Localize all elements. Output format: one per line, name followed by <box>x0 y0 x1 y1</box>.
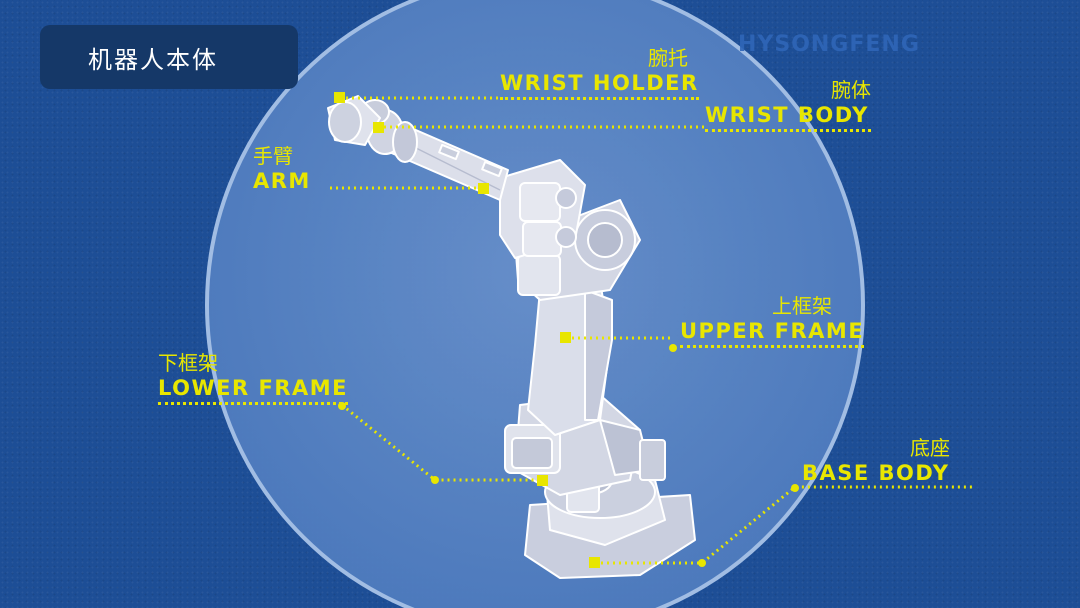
leader-lines <box>330 96 975 565</box>
label-upper-frame: 上框架 UPPER FRAME <box>680 290 865 348</box>
anchor-arm <box>478 183 489 194</box>
anchor-wrist-body <box>373 122 384 133</box>
label-wrist-holder-en: WRIST HOLDER <box>500 71 699 100</box>
label-base-body-cn: 底座 <box>910 436 950 460</box>
watermark-text: HYSONGFENG <box>738 32 920 57</box>
shoulder-shape <box>514 199 641 301</box>
label-wrist-body: 腕体 WRIST BODY <box>705 74 871 132</box>
label-wrist-body-en: WRIST BODY <box>705 103 871 132</box>
robot-body <box>327 95 696 579</box>
anchor-upper-frame <box>560 332 571 343</box>
dot-lower-frame-2 <box>431 476 439 484</box>
label-wrist-body-cn: 腕体 <box>831 78 871 102</box>
label-arm: 手臂 ARM <box>253 140 311 193</box>
label-wrist-holder-cn: 腕托 <box>648 46 688 70</box>
dot-base-body-2 <box>791 484 799 492</box>
anchor-lower-frame <box>537 475 548 486</box>
label-base-body-en: BASE BODY <box>802 461 950 485</box>
anchor-base-body <box>589 557 600 568</box>
label-upper-frame-cn: 上框架 <box>772 294 832 318</box>
dot-upper-frame <box>669 344 677 352</box>
page-title: 机器人本体 <box>88 45 218 74</box>
arm-motors-shape <box>499 159 586 259</box>
lower-frame-shape <box>504 394 666 496</box>
label-lower-frame-cn: 下框架 <box>158 351 218 375</box>
wrist-holder-shape <box>327 95 381 146</box>
anchor-wrist-holder <box>334 92 345 103</box>
label-upper-frame-en: UPPER FRAME <box>680 319 865 348</box>
upper-frame-shape <box>527 279 613 436</box>
title-box: 机器人本体 <box>40 25 298 89</box>
dot-base-body-1 <box>698 559 706 567</box>
label-wrist-holder: 腕托 WRIST HOLDER <box>500 42 699 100</box>
label-base-body: 底座 BASE BODY <box>802 432 950 485</box>
label-lower-frame-en: LOWER FRAME <box>158 376 348 405</box>
label-arm-cn: 手臂 <box>253 144 293 168</box>
highlight-circle <box>205 0 865 608</box>
label-lower-frame: 下框架 LOWER FRAME <box>158 347 348 405</box>
label-arm-en: ARM <box>253 169 311 193</box>
